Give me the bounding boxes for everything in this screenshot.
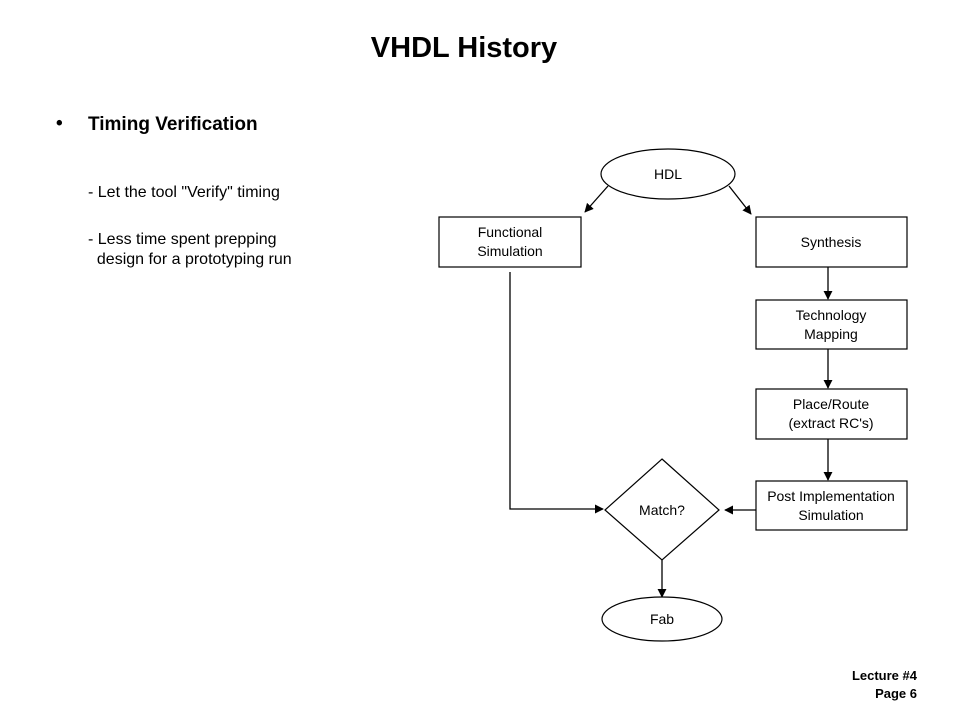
- node-synthesis-label: Synthesis: [801, 234, 862, 250]
- node-functional-simulation-shape: [438, 216, 582, 268]
- node-technology-mapping-shape: [755, 299, 908, 350]
- edge-functional-simulation-to-match: [509, 272, 604, 514]
- edge-hdl-to-functional-simulation: [584, 185, 609, 213]
- node-synthesis-shape: [755, 216, 908, 268]
- slide-footer: Lecture #4 Page 6: [852, 667, 917, 703]
- lecture-number: Lecture #4: [851, 668, 917, 683]
- edge-hdl-to-synthesis: [728, 185, 752, 215]
- page-number: Page 6: [875, 686, 917, 701]
- node-post-implementation-label-2: Simulation: [798, 507, 863, 523]
- node-place-route-label-1: Place/Route: [793, 396, 869, 412]
- node-post-implementation-label-1: Post Implementation: [767, 488, 895, 504]
- bullet-point-prepping: - Less time spent prepping design for a …: [88, 231, 292, 268]
- node-place-route-shape: [755, 388, 908, 440]
- node-technology-mapping-label-1: Technology: [796, 307, 867, 323]
- node-place-route-label-2: (extract RC's): [788, 415, 873, 431]
- node-hdl-shape: [600, 148, 736, 200]
- node-match-label: Match?: [639, 502, 685, 518]
- node-fab-label: Fab: [650, 611, 674, 627]
- node-technology-mapping-label-2: Mapping: [804, 326, 858, 342]
- bullet-point-verify: - Let the tool "Verify" timing: [88, 184, 280, 201]
- node-functional-simulation-label-1: Functional: [478, 224, 543, 240]
- bullet-marker: •: [56, 113, 63, 134]
- node-fab-shape: [601, 596, 723, 642]
- node-hdl-label: HDL: [654, 166, 682, 182]
- node-post-implementation-shape: [755, 480, 908, 531]
- slide-title: VHDL History: [370, 32, 558, 64]
- bullet-heading: Timing Verification: [88, 114, 258, 135]
- node-match-shape: [604, 458, 720, 561]
- node-functional-simulation-label-2: Simulation: [477, 243, 542, 259]
